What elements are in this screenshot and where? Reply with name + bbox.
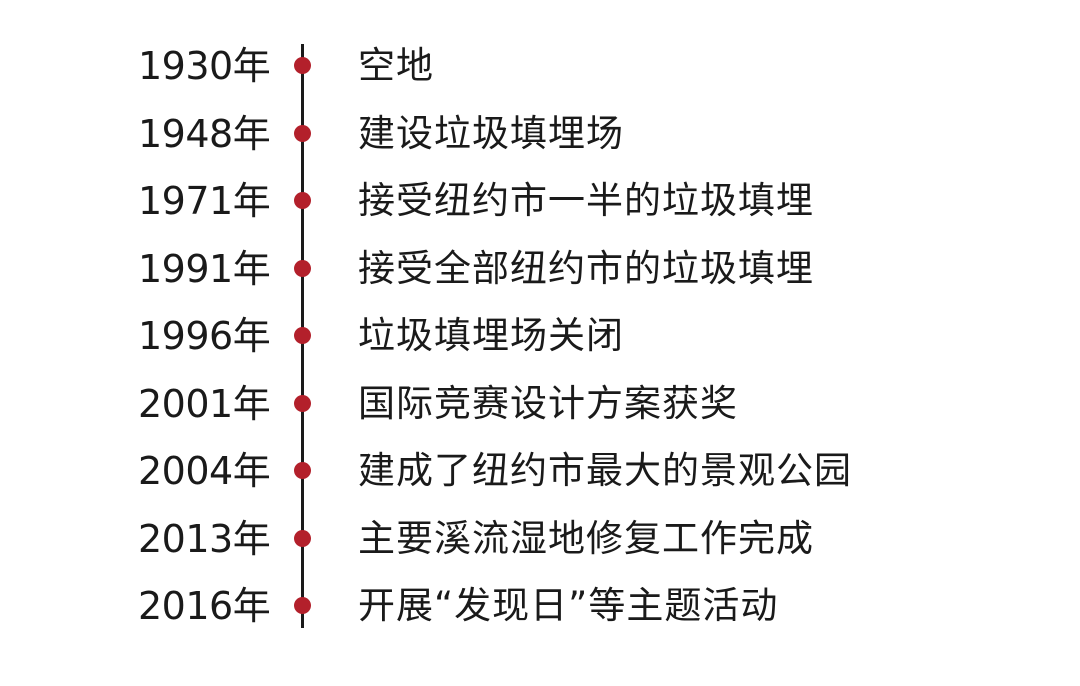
timeline-marker-dot	[294, 57, 311, 74]
timeline-marker-dot	[294, 192, 311, 209]
timeline-event: 开展“发现日”等主题活动	[358, 584, 779, 627]
timeline-year: 2013年	[138, 516, 271, 561]
timeline-event: 空地	[358, 44, 434, 87]
timeline-event: 建设垃圾填埋场	[358, 111, 624, 155]
timeline-year: 1930年	[138, 44, 271, 88]
timeline-marker-dot	[294, 259, 311, 277]
timeline-event: 主要溪流湿地修复工作完成	[358, 516, 814, 560]
timeline-entry: 1996年 垃圾填埋场关闭	[0, 306, 1080, 366]
timeline-marker-dot	[294, 529, 311, 547]
timeline-year: 1971年	[138, 179, 271, 223]
timeline-event: 国际竞赛设计方案获奖	[358, 381, 738, 425]
timeline-year: 2004年	[138, 449, 271, 493]
timeline-entry: 2001年 国际竞赛设计方案获奖	[0, 374, 1080, 434]
timeline-entry: 1948年 建设垃圾填埋场	[0, 104, 1080, 164]
timeline-year: 2016年	[138, 584, 271, 628]
timeline-event: 接受纽约市一半的垃圾填埋	[358, 179, 814, 222]
timeline-event: 建成了纽约市最大的景观公园	[358, 449, 852, 492]
timeline-year: 1991年	[138, 246, 271, 291]
timeline-year: 2001年	[138, 381, 271, 426]
timeline-year: 1948年	[138, 111, 271, 156]
timeline-entry: 1971年 接受纽约市一半的垃圾填埋	[0, 171, 1080, 231]
timeline-event: 垃圾填埋场关闭	[358, 314, 624, 357]
timeline-marker-dot	[294, 597, 311, 614]
timeline-marker-dot	[294, 462, 311, 479]
timeline-entry: 1930年 空地	[0, 36, 1080, 96]
timeline-event: 接受全部纽约市的垃圾填埋	[358, 246, 814, 290]
timeline-entry: 1991年 接受全部纽约市的垃圾填埋	[0, 239, 1080, 299]
timeline-year: 1996年	[138, 314, 271, 358]
timeline-entry: 2013年 主要溪流湿地修复工作完成	[0, 509, 1080, 569]
timeline-marker-dot	[294, 327, 311, 344]
timeline-marker-dot	[294, 394, 311, 412]
timeline-entry: 2016年 开展“发现日”等主题活动	[0, 576, 1080, 636]
timeline-marker-dot	[294, 124, 311, 142]
timeline-entry: 2004年 建成了纽约市最大的景观公园	[0, 441, 1080, 501]
